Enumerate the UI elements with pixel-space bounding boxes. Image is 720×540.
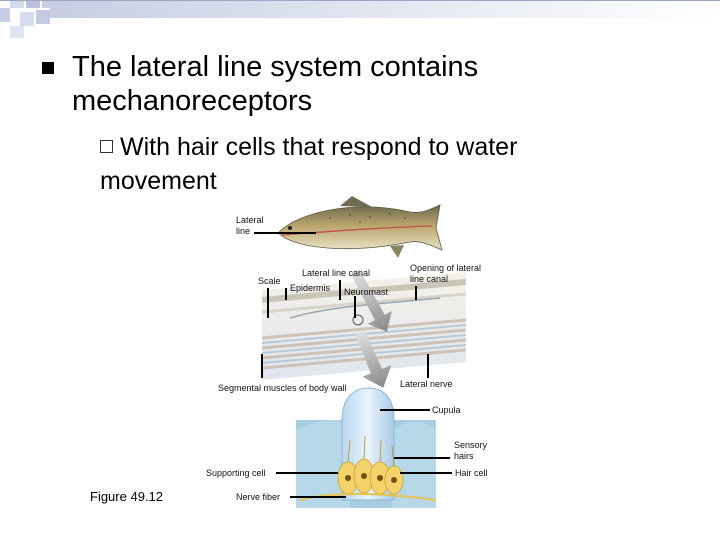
bullet-text-1: The lateral line system contains mechano…: [72, 51, 479, 117]
zoom-arrow-2: [355, 330, 392, 388]
label-lateral-line-canal: Lateral line canal: [302, 268, 371, 278]
figure-caption: Figure 49.12: [90, 489, 163, 504]
label-segmental-muscles: Segmental muscles of body wall: [218, 383, 347, 393]
bullet-text-2-content: With hair cells that respond to water mo…: [100, 133, 518, 195]
bullet-text-2: With hair cells that respond to water mo…: [100, 130, 580, 198]
label-cupula: Cupula: [432, 405, 461, 415]
square-bullet-icon: [42, 62, 54, 74]
zoom-arrow-1: [350, 269, 392, 332]
neuromast-detail: [296, 387, 437, 508]
leader-lines: [254, 232, 452, 498]
header-decoration: [0, 0, 720, 38]
label-lateral-line: Lateral line: [236, 215, 264, 236]
header-rule: [0, 0, 720, 1]
label-hair-cell: Hair cell: [455, 468, 488, 478]
label-nerve-fiber: Nerve fiber: [236, 492, 281, 502]
label-neuromast: Neuromast: [344, 287, 389, 297]
label-sensory-hairs: Sensory hairs: [454, 440, 488, 461]
label-opening-of-lateral-line-canal: Opening of lateral line canal: [410, 263, 482, 284]
label-lateral-nerve: Lateral nerve: [400, 379, 453, 389]
fish: [277, 196, 443, 258]
hollow-square-bullet-icon: [100, 140, 113, 153]
label-scale: Scale: [258, 276, 281, 286]
label-epidermis: Epidermis: [290, 283, 331, 293]
label-supporting-cell: Supporting cell: [206, 468, 266, 478]
